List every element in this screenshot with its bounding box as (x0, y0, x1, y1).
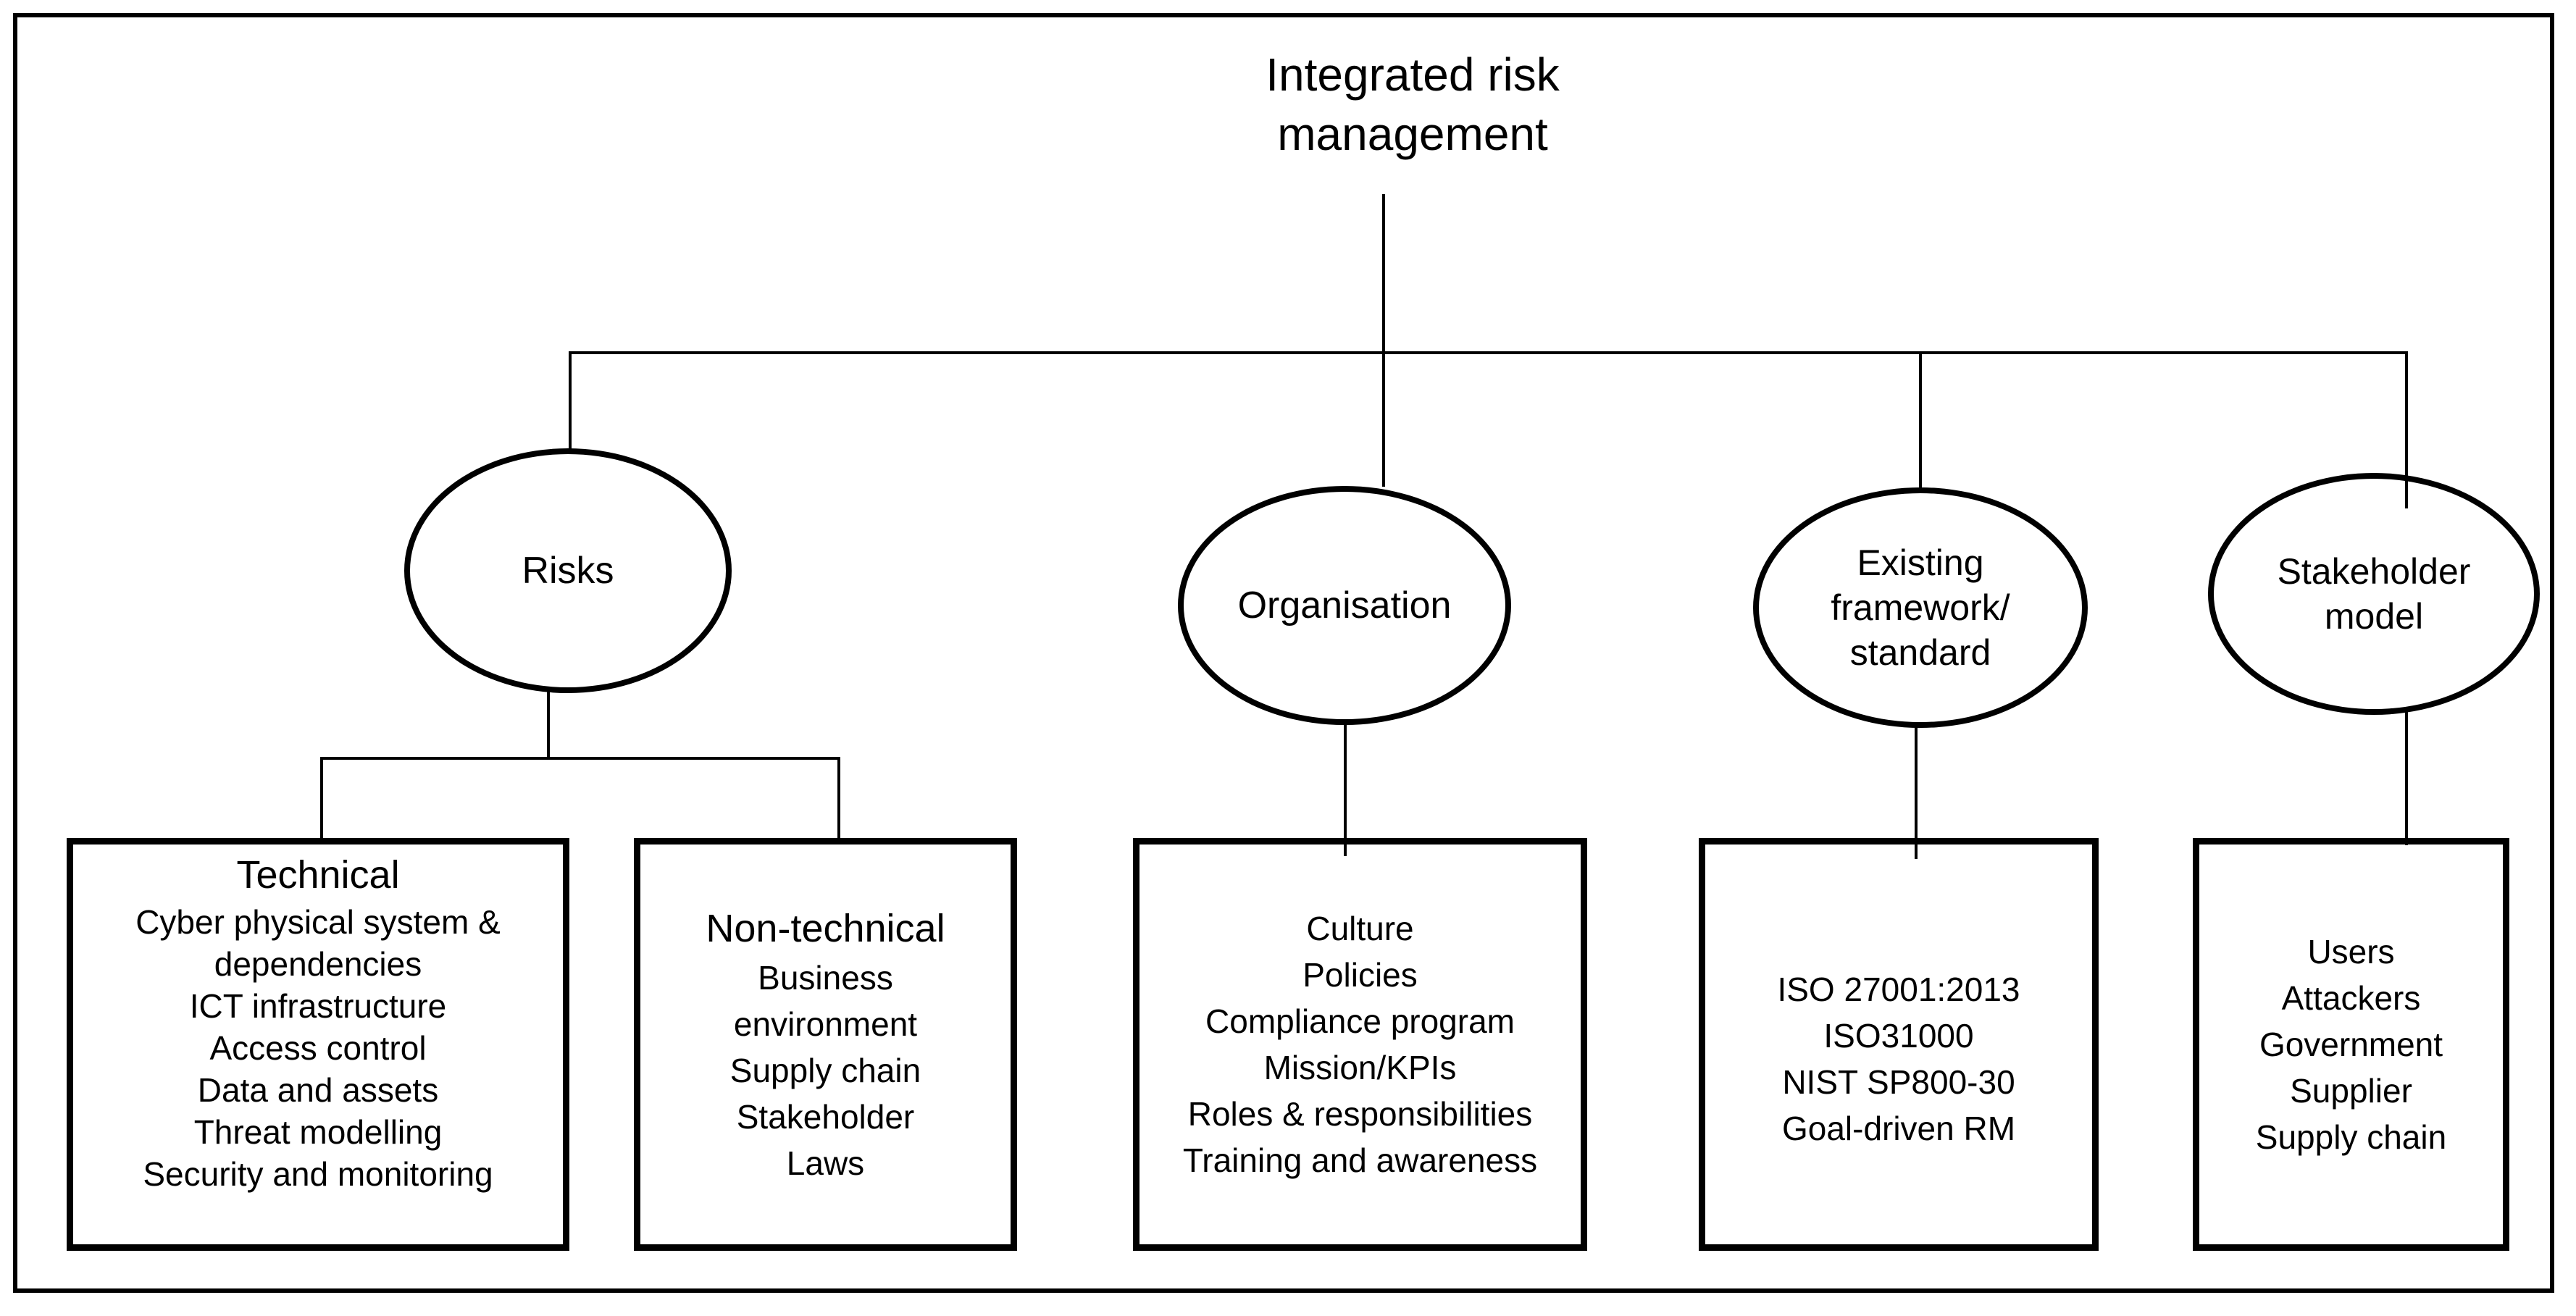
connector-drop-stakeholder (2405, 351, 2408, 508)
framework-item: NIST SP800-30 (1782, 1063, 2015, 1101)
connector-risks-bottom (547, 690, 550, 758)
technical-item: Access control (209, 1029, 427, 1067)
technical-item: Threat modelling (193, 1113, 443, 1151)
stakeholder-item: Attackers (2281, 979, 2421, 1017)
stakeholder-box: Users Attackers Government Supplier Supp… (2193, 838, 2509, 1251)
stakeholder-item: Users (2307, 933, 2395, 971)
non-technical-box: Non-technical Business environment Suppl… (634, 838, 1017, 1251)
framework-ellipse: Existing framework/ standard (1753, 487, 2088, 728)
connector-title-to-organisation (1382, 194, 1385, 487)
framework-label-line-3: standard (1849, 632, 1991, 673)
connector-drop-non-technical (837, 757, 840, 841)
framework-label-line-1: Existing (1857, 542, 1984, 583)
organisation-item: Roles & responsibilities (1187, 1095, 1533, 1133)
connector-risks-splitter (320, 757, 840, 760)
non-technical-item: environment (733, 1005, 918, 1043)
technical-item: Data and assets (197, 1071, 439, 1109)
page-title-line-1: Integrated risk (1266, 49, 1560, 101)
risks-label: Risks (522, 550, 614, 592)
organisation-item: Policies (1302, 956, 1418, 994)
organisation-box: Culture Policies Compliance program Miss… (1133, 838, 1587, 1251)
organisation-item: Mission/KPIs (1263, 1049, 1457, 1086)
technical-box-title: Technical (236, 853, 400, 897)
framework-item: ISO31000 (1823, 1017, 1974, 1055)
organisation-label: Organisation (1237, 584, 1452, 626)
non-technical-item: Supply chain (729, 1052, 921, 1089)
technical-item: ICT infrastructure (189, 987, 447, 1025)
non-technical-item: Business (758, 959, 893, 997)
connector-drop-technical (320, 757, 323, 841)
stakeholder-ellipse: Stakeholder model (2208, 473, 2540, 715)
stakeholder-label-line-2: model (2324, 596, 2424, 637)
connector-organisation-to-box (1344, 723, 1347, 856)
organisation-ellipse: Organisation (1178, 486, 1511, 725)
non-technical-item: Laws (786, 1144, 865, 1182)
stakeholder-item: Supplier (2290, 1072, 2412, 1110)
organisation-item: Culture (1306, 910, 1414, 947)
technical-item: dependencies (214, 945, 422, 983)
connector-framework-to-box (1915, 724, 1918, 859)
risks-ellipse: Risks (404, 448, 732, 693)
stakeholder-item: Government (2259, 1026, 2443, 1063)
stakeholder-label-line-1: Stakeholder (2277, 551, 2471, 592)
framework-item: Goal-driven RM (1781, 1110, 2016, 1147)
non-technical-box-title: Non-technical (706, 907, 945, 950)
technical-item: Cyber physical system & (135, 903, 501, 941)
non-technical-item: Stakeholder (736, 1098, 915, 1136)
framework-box: ISO 27001:2013 ISO31000 NIST SP800-30 Go… (1699, 838, 2099, 1251)
stakeholder-item: Supply chain (2255, 1118, 2447, 1156)
framework-item: ISO 27001:2013 (1777, 971, 2020, 1008)
connector-drop-risks (569, 351, 572, 453)
page-title: Integrated risk management (1152, 45, 1673, 164)
organisation-item: Training and awareness (1182, 1141, 1538, 1179)
organisation-item: Compliance program (1205, 1002, 1515, 1040)
page-title-line-2: management (1277, 108, 1548, 160)
framework-label-line-2: framework/ (1831, 587, 2010, 628)
technical-item: Security and monitoring (143, 1155, 493, 1193)
technical-box: Technical Cyber physical system & depend… (67, 838, 569, 1251)
connector-stakeholder-to-box (2405, 712, 2408, 845)
connector-main-horizontal (569, 351, 2408, 354)
connector-drop-framework (1919, 351, 1922, 490)
